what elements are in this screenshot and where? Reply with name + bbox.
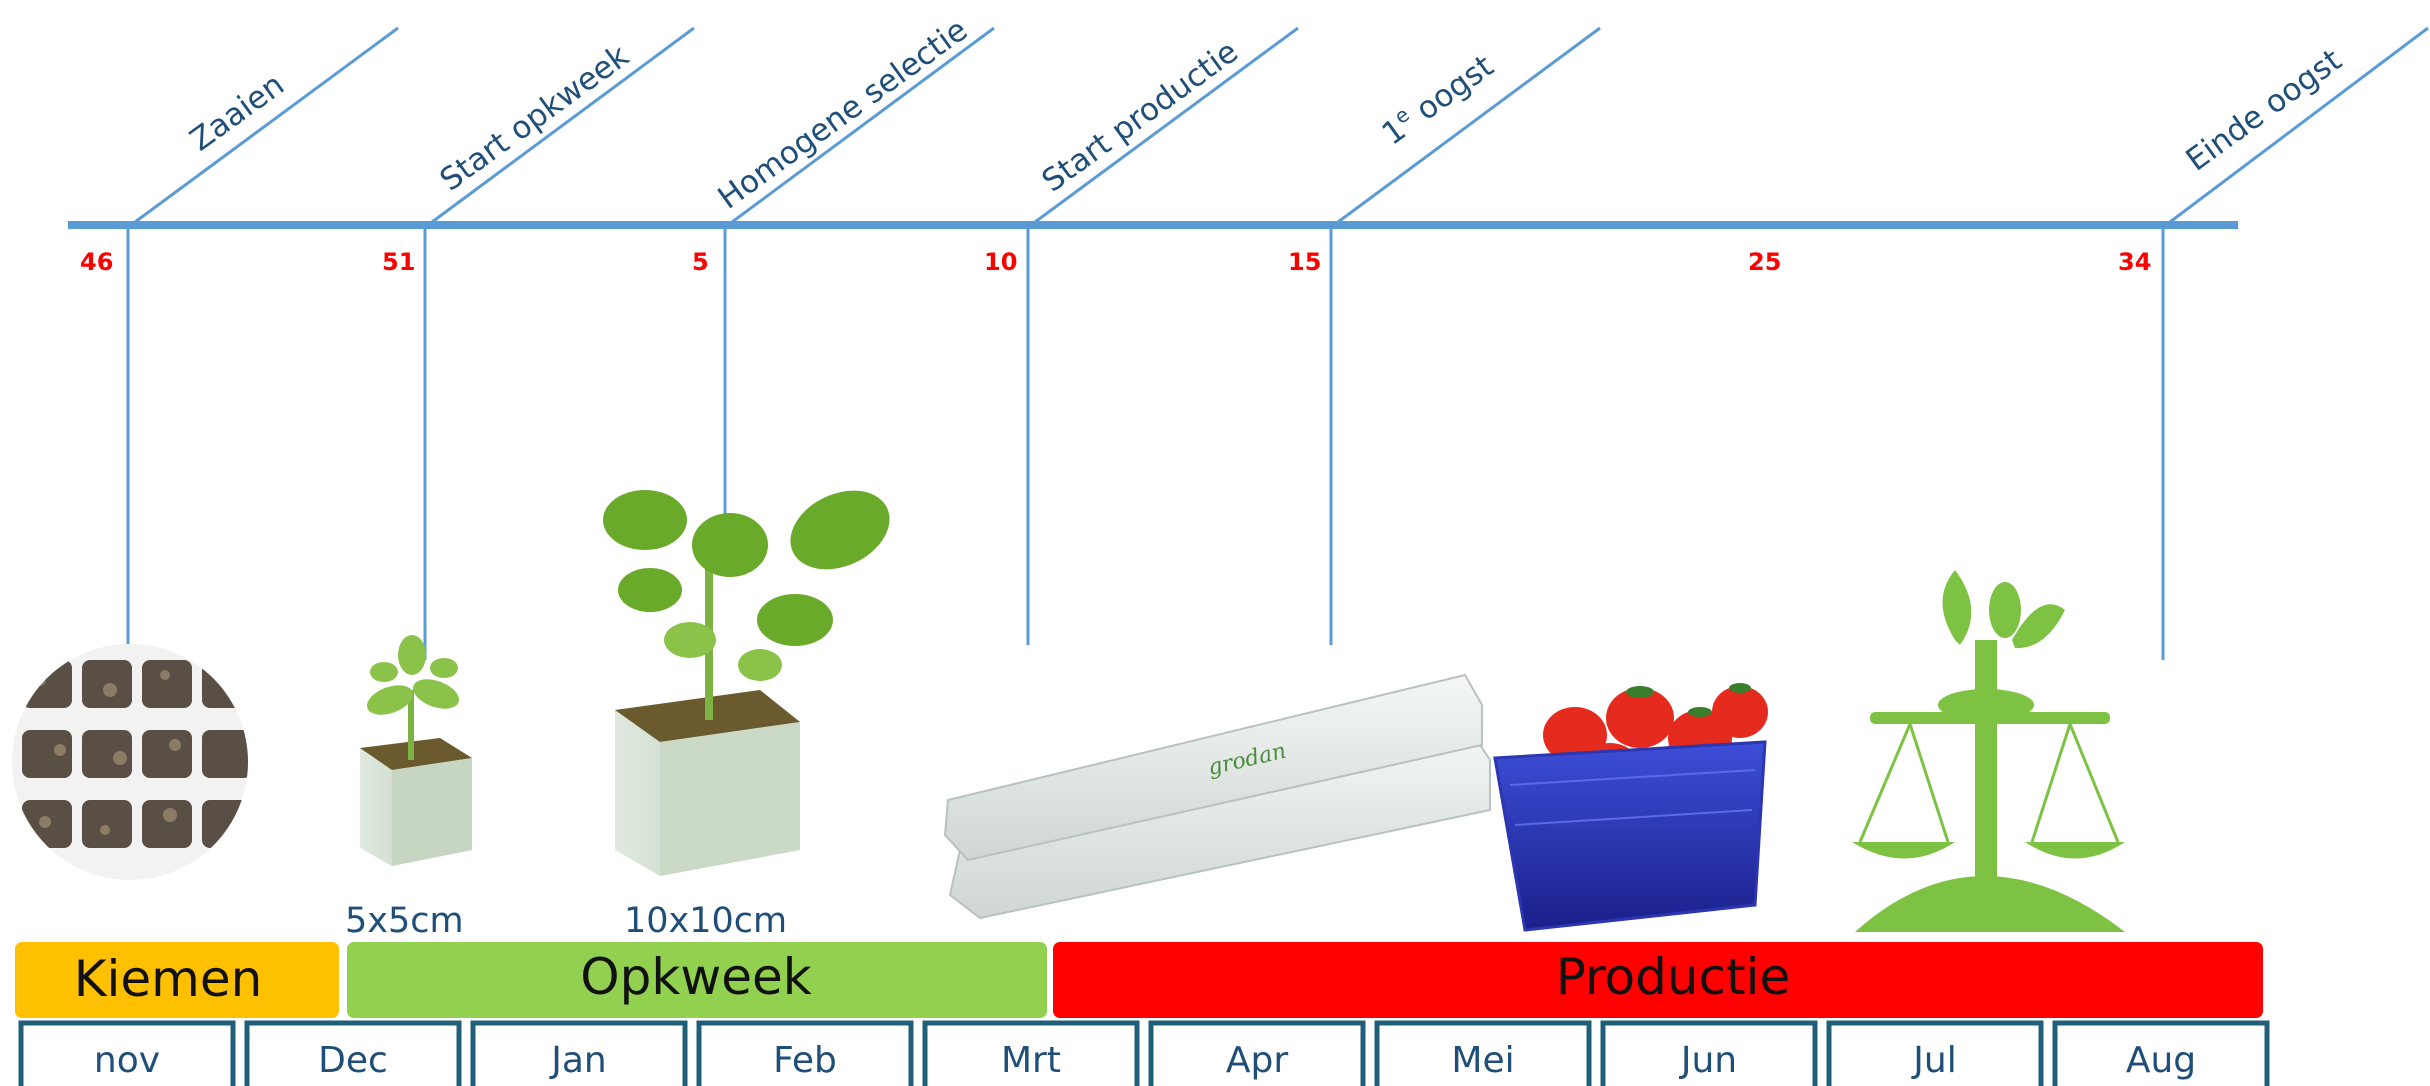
month-label-mrt: Mrt (1001, 1040, 1061, 1081)
month-box: Apr (1148, 1020, 1366, 1086)
week-number-5: 5 (692, 248, 709, 276)
strawberry-punnet-icon (1493, 683, 1768, 932)
month-box: Jan (470, 1020, 688, 1086)
milestone-zaaien: Zaaien 46 (80, 26, 399, 660)
small-plant-cube-icon (360, 635, 472, 866)
phase-opkweek: Opkweek (347, 942, 1047, 1018)
month-box: nov (18, 1020, 236, 1086)
size-label-5x5: 5x5cm (345, 901, 464, 941)
phase-kiemen: Kiemen (15, 942, 339, 1018)
month-box: Dec (244, 1020, 462, 1086)
milestone-start-opkweek: Start opkweek 51 (382, 26, 695, 660)
month-label-mei: Mei (1451, 1040, 1514, 1081)
milestone-label-homogene-selectie: Homogene selectie (712, 12, 975, 217)
seedling-tray-image (12, 644, 248, 880)
size-label-10x10: 10x10cm (624, 901, 787, 941)
month-label-feb: Feb (773, 1040, 837, 1081)
month-label-apr: Apr (1226, 1040, 1288, 1081)
month-label-aug: Aug (2126, 1040, 2196, 1081)
month-box: Aug (2052, 1020, 2270, 1086)
week-number-51: 51 (382, 248, 415, 276)
month-label-dec: Dec (318, 1040, 388, 1081)
month-box: Mrt (922, 1020, 1140, 1086)
week-number-46: 46 (80, 248, 113, 276)
milestone-1e-oogst: 1e oogst 15 (1288, 26, 1601, 645)
milestone-label-start-opkweek: Start opkweek (434, 38, 636, 199)
month-label-jul: Jul (1911, 1040, 1956, 1081)
milestone-start-productie: Start productie 10 (984, 26, 1299, 645)
balance-scale-icon (1852, 570, 2125, 932)
milestone-label-start-productie: Start productie (1036, 34, 1245, 200)
month-box: Feb (696, 1020, 914, 1086)
phase-productie: Productie (1053, 942, 2263, 1018)
milestone-homogene-selectie: Homogene selectie 5 (692, 12, 995, 520)
milestone-einde-oogst: Einde oogst 34 (2118, 26, 2429, 660)
milestone-label-einde-oogst: Einde oogst (2180, 42, 2349, 178)
month-label-jan: Jan (549, 1040, 607, 1081)
phase-label-opkweek: Opkweek (580, 948, 811, 1006)
month-row: nov Dec Jan Feb Mrt Apr Mei Jun Jul Aug (18, 1020, 2270, 1086)
grodan-slab-image: grodan (943, 673, 1491, 920)
large-plant-cube-icon (603, 490, 890, 876)
milestone-label-1e-oogst: 1e oogst (1374, 46, 1500, 153)
month-label-nov: nov (94, 1040, 160, 1081)
month-box: Jun (1600, 1020, 1818, 1086)
week-number-15: 15 (1288, 248, 1321, 276)
month-label-jun: Jun (1679, 1040, 1737, 1081)
milestone-label-zaaien: Zaaien (184, 67, 291, 159)
phase-label-kiemen: Kiemen (74, 950, 263, 1008)
month-box: Mei (1374, 1020, 1592, 1086)
month-box: Jul (1826, 1020, 2044, 1086)
week-number-10: 10 (984, 248, 1017, 276)
week-number-25: 25 (1748, 248, 1781, 276)
week-number-34: 34 (2118, 248, 2151, 276)
phase-label-productie: Productie (1556, 948, 1791, 1006)
